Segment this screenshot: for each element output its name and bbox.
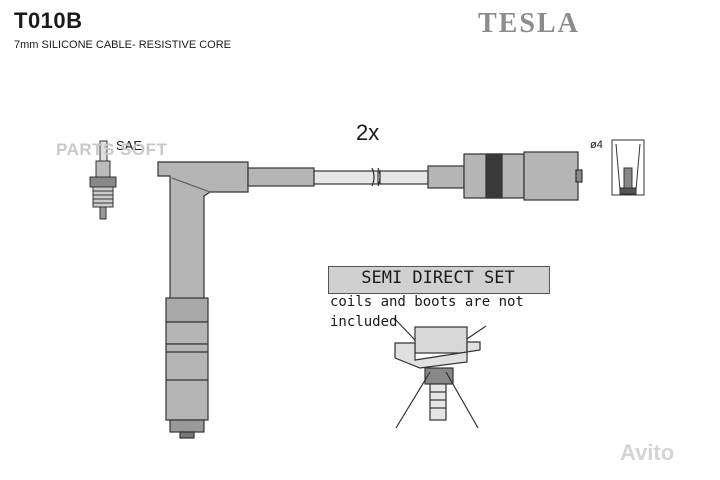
cable-segment [247,167,429,187]
watermark-parts-soft: PARTS SOFT [56,140,168,159]
note-text-line: coils and boots are not [330,294,524,310]
straight-boot [427,151,583,201]
watermark-avito: Avito [620,440,675,465]
note-title: SEMI DIRECT SET [361,268,515,288]
note-box [328,266,550,294]
spark-plug-icon [89,140,117,220]
quantity-label: 2x [356,120,380,145]
spark-plug-label: SAE [116,138,143,153]
angled-boot [157,161,249,439]
terminal-section-icon [611,139,645,196]
brand-logo: TESLA [478,8,580,39]
product-subtitle: 7mm SILICONE CABLE- RESISTIVE CORE [14,39,231,51]
part-number: T010B [14,8,83,33]
ignition-coil-icon [393,317,487,429]
diameter-label: ø4 [590,139,603,151]
note-text-line: included [330,314,398,330]
